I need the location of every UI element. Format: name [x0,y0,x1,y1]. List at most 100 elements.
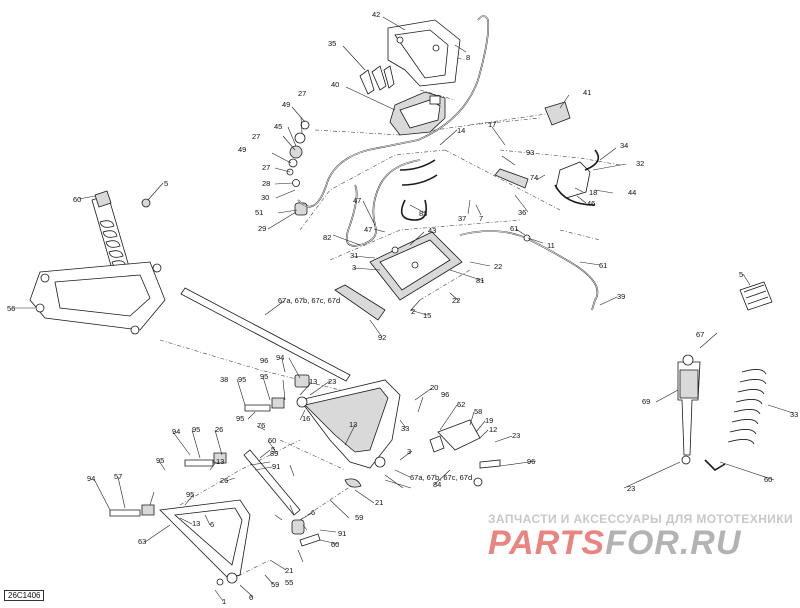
callout-label: 27 [298,89,306,98]
callout-label: 19 [485,416,493,425]
callout-label: 23 [512,431,520,440]
callout-label: 22 [494,262,502,271]
callout-label: 3 [407,447,411,456]
callout-label: 36 [518,208,526,217]
callout-label: 95 [236,414,244,423]
callout-label: 63 [138,537,146,546]
callout-label: 56 [7,304,15,313]
callout-label: 38 [220,375,228,384]
watermark-logo: PARTSFOR.RU [488,526,741,560]
stabilizer-62 [437,419,481,451]
callout-label: 96 [441,390,449,399]
callout-label: 93 [526,148,534,157]
callout-label: 42 [372,10,380,19]
callout-label: 95 [238,375,246,384]
callout-label: 39 [617,292,625,301]
callout-label: 15 [423,311,431,320]
callout-label: 26 [215,425,223,434]
callout-label: 60 [268,436,276,445]
callout-label: 20 [430,383,438,392]
callout-label: 67 [696,330,704,339]
callout-label: 33 [401,424,409,433]
callout-label: 67a, 67b, 67c, 67d [278,296,340,305]
diagram-code: 26C1406 [4,590,45,601]
callout-label: 95 [156,456,164,465]
callout-label: 57 [114,472,122,481]
bump-stop-39 [739,281,773,311]
callout-label: 33 [790,410,798,419]
callout-label: 18 [589,188,597,197]
watermark-logo-part1: PARTS [488,524,606,562]
callout-label: 14 [457,126,465,135]
callout-label: 82 [323,233,331,242]
strap-92 [334,284,386,321]
leader-lines [12,16,794,602]
callout-label: 2 [411,307,415,316]
callout-label: 37 [458,214,466,223]
callout-label: 13 [309,377,317,386]
callout-label: 84 [433,480,441,489]
callout-label: 44 [628,188,636,197]
axle-56 [180,287,351,382]
canister-36 [494,168,529,189]
callout-label: 6 [210,520,214,529]
callout-label: 74 [530,173,538,182]
callout-label: 12 [489,425,497,434]
callout-label: 92 [378,333,386,342]
callout-label: 62 [457,400,465,409]
callout-label: 76 [257,421,265,430]
callout-label: 29 [258,224,266,233]
callout-label: 32 [636,159,644,168]
callout-label: 34 [620,141,628,150]
callout-label: 31 [350,251,358,260]
callout-label: 60 [73,195,81,204]
callout-label: 94 [276,353,284,362]
callout-label: 16 [302,414,310,423]
callout-label: 60 [764,475,772,484]
callout-label: 30 [261,193,269,202]
parts [29,15,773,586]
callout-label: 91 [272,462,280,471]
callout-label: 1 [222,597,226,606]
callout-label: 7 [479,214,483,223]
callout-label: 81 [476,276,484,285]
tie-rod-57 [243,449,301,516]
callout-label: 95 [186,490,194,499]
callout-label: 67a, 67b, 67c, 67d [410,473,472,482]
callout-label: 49 [282,100,290,109]
module-41 [544,101,571,126]
callout-label: 17 [488,120,496,129]
callout-label: 13 [216,457,224,466]
callout-label: 40 [331,80,339,89]
callout-label: 35 [328,39,336,48]
callout-label: 49 [238,145,246,154]
callout-label: 94 [172,427,180,436]
watermark-logo-part2: FOR.RU [605,524,742,562]
callout-label: 27 [252,132,260,141]
callout-label: 59 [271,580,279,589]
callout-label: 59 [355,513,363,522]
line-61 [459,230,599,311]
callout-label: 5 [271,445,275,454]
callout-label: 55 [285,578,293,587]
callout-label: 8 [466,53,470,62]
callout-label: 69 [642,397,650,406]
callout-label: 21 [285,566,293,575]
callout-label: 28 [262,179,270,188]
callout-label: 89 [270,449,278,458]
spring-69 [727,369,767,445]
callout-label: 51 [255,208,263,217]
callout-label: 27 [262,163,270,172]
callout-label: 43 [428,226,436,235]
callout-label: 5 [164,179,168,188]
callout-label: 26 [220,476,228,485]
callout-label: 6 [311,508,315,517]
callout-label: 91 [338,529,346,538]
watermark-tagline: ЗАПЧАСТИ И АКСЕССУАРЫ ДЛЯ МОТОТЕХНИКИ [488,512,794,526]
callout-label: 61 [599,261,607,270]
callout-label: 47 [364,225,372,234]
callout-label: 5 [739,270,743,279]
callout-label: 95 [260,372,268,381]
callout-label: 45 [274,122,282,131]
